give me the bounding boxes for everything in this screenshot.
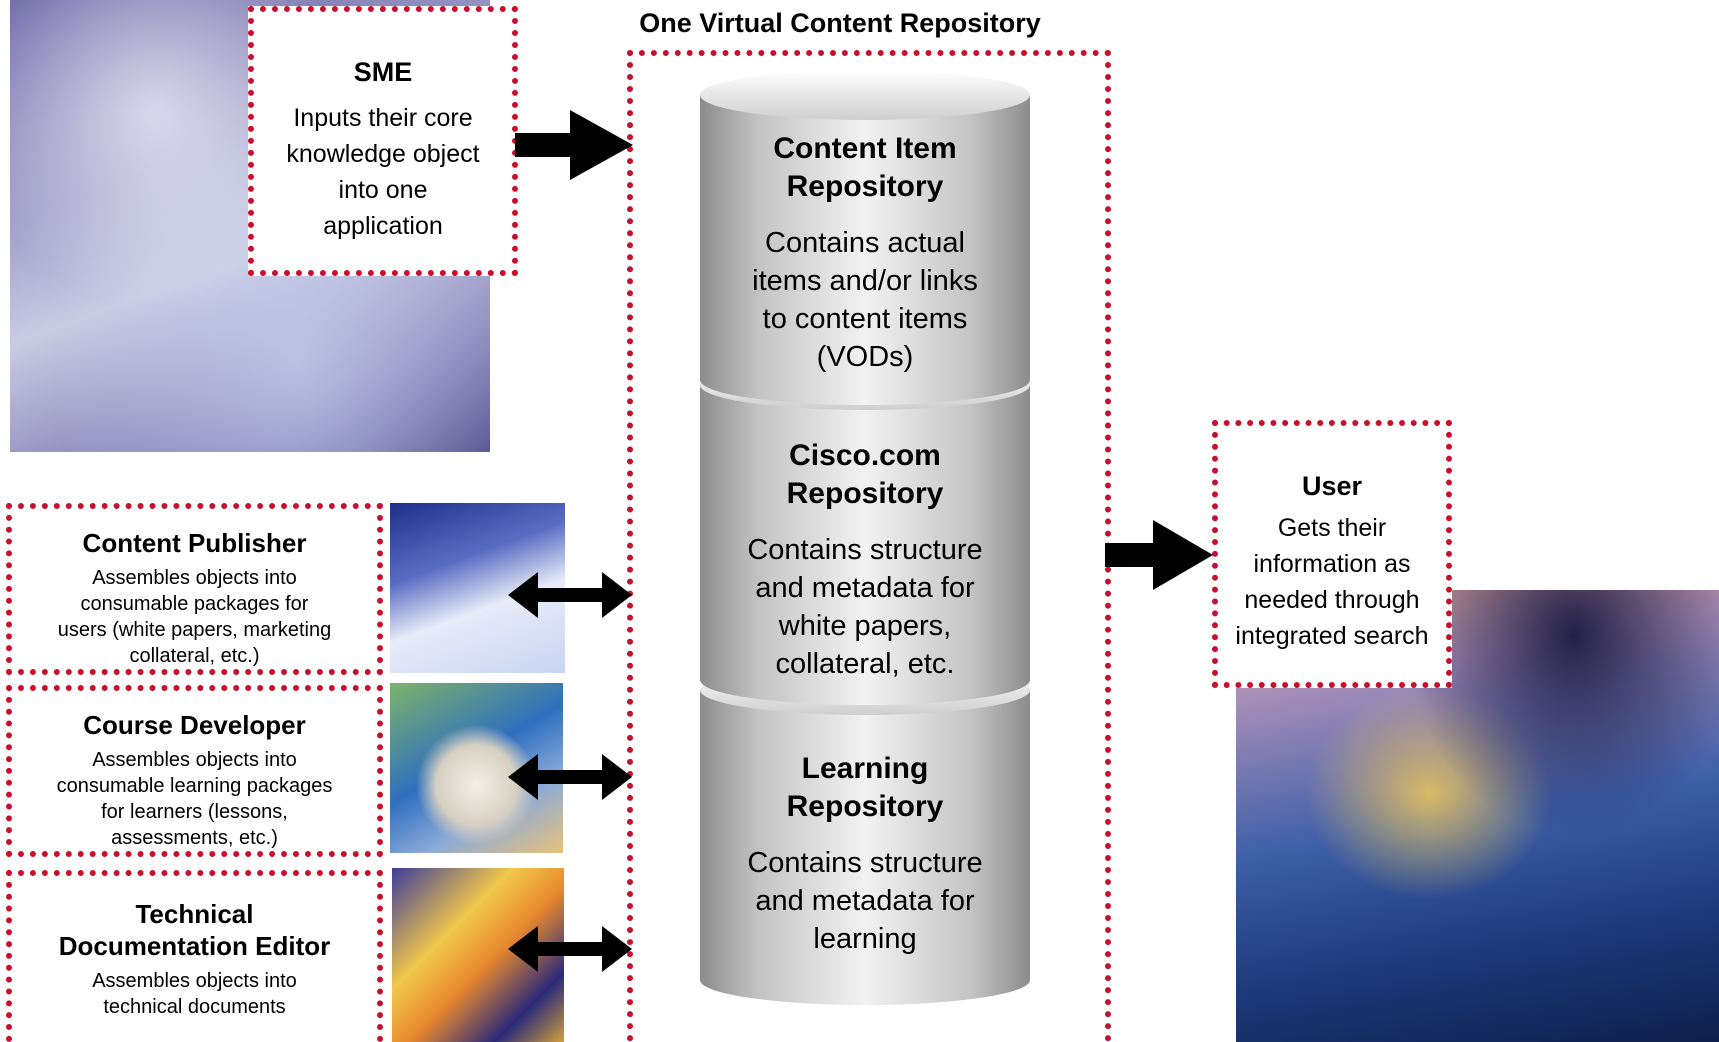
repository-to-user-arrow (1105, 520, 1213, 590)
course-double-arrow (508, 754, 632, 800)
role-body-text: collateral, etc.) (129, 645, 260, 667)
repository-title-text: Content Item (773, 132, 957, 165)
sme-body-text: knowledge object (286, 140, 480, 168)
repository-body-text: Contains structure (747, 847, 983, 879)
repository-body-text: collateral, etc. (775, 648, 955, 680)
role-body-text: users (white papers, marketing (57, 619, 332, 641)
user-body-text: integrated search (1235, 622, 1429, 650)
learning-repository-label: Learning Repository Contains structure a… (700, 750, 1030, 958)
technical-documentation-editor-box: Technical Documentation Editor Assembles… (6, 870, 383, 1042)
repository-body-text: white papers, (778, 610, 952, 642)
repository-body-text: (VODs) (816, 341, 914, 373)
user-body-text: Gets their (1277, 514, 1387, 542)
repository-title-text: Learning (801, 752, 929, 785)
publisher-double-arrow (508, 572, 632, 618)
role-body-text: Assembles objects into (92, 749, 297, 771)
role-body-text: consumable learning packages (56, 775, 333, 797)
repository-title-text: Repository (786, 790, 944, 823)
role-body-text: consumable packages for (80, 593, 309, 615)
user-body-text: needed through (1244, 586, 1420, 614)
sme-box: SME Inputs their core knowledge object i… (248, 6, 518, 276)
sme-title: SME (353, 57, 413, 87)
repository-body-text: and metadata for (755, 572, 975, 604)
repository-body-text: Contains structure (747, 534, 983, 566)
role-body-text: for learners (lessons, (101, 801, 288, 823)
sme-body-text: application (323, 212, 443, 240)
sme-body-text: into one (338, 176, 428, 204)
repository-body-text: items and/or links (752, 265, 978, 297)
technical-documentation-editor-title: Technical Documentation Editor (12, 898, 377, 962)
content-publisher-title: Content Publisher (82, 528, 307, 558)
cisco-repository-cylinder (700, 360, 1030, 705)
content-publisher-box: Content Publisher Assembles objects into… (6, 503, 383, 675)
repository-body-text: learning (813, 923, 917, 955)
user-title: User (1301, 471, 1363, 501)
user-box: User Gets their information as needed th… (1212, 420, 1452, 688)
repository-body-text: to content items (762, 303, 968, 335)
repository-body-text: and metadata for (755, 885, 975, 917)
user-body-text: information as (1253, 550, 1411, 578)
sme-to-repository-arrow (515, 110, 633, 180)
repository-title: One Virtual Content Repository (639, 8, 1041, 38)
repository-title-text: Cisco.com (789, 439, 941, 472)
role-title-text: Documentation Editor (58, 931, 331, 961)
cisco-repository-label: Cisco.com Repository Contains structure … (700, 437, 1030, 683)
course-developer-box: Course Developer Assembles objects into … (6, 685, 383, 857)
sme-body-text: Inputs their core (293, 104, 473, 132)
repository-cylinders (700, 70, 1030, 1005)
repository-title-text: Repository (786, 477, 944, 510)
role-body-text: assessments, etc.) (111, 827, 278, 849)
repository-body-text: Contains actual (765, 227, 965, 259)
course-developer-title: Course Developer (83, 710, 306, 740)
role-title-text: Technical (135, 899, 254, 929)
role-body-text: technical documents (103, 996, 286, 1018)
repository-title-text: Repository (786, 170, 944, 203)
role-body-text: Assembles objects into (92, 970, 297, 992)
content-item-repository-label: Content Item Repository Contains actual … (700, 130, 1030, 376)
role-body-text: Assembles objects into (92, 567, 297, 589)
content-item-repository-cylinder (700, 70, 1030, 405)
tech-doc-double-arrow (508, 926, 632, 972)
